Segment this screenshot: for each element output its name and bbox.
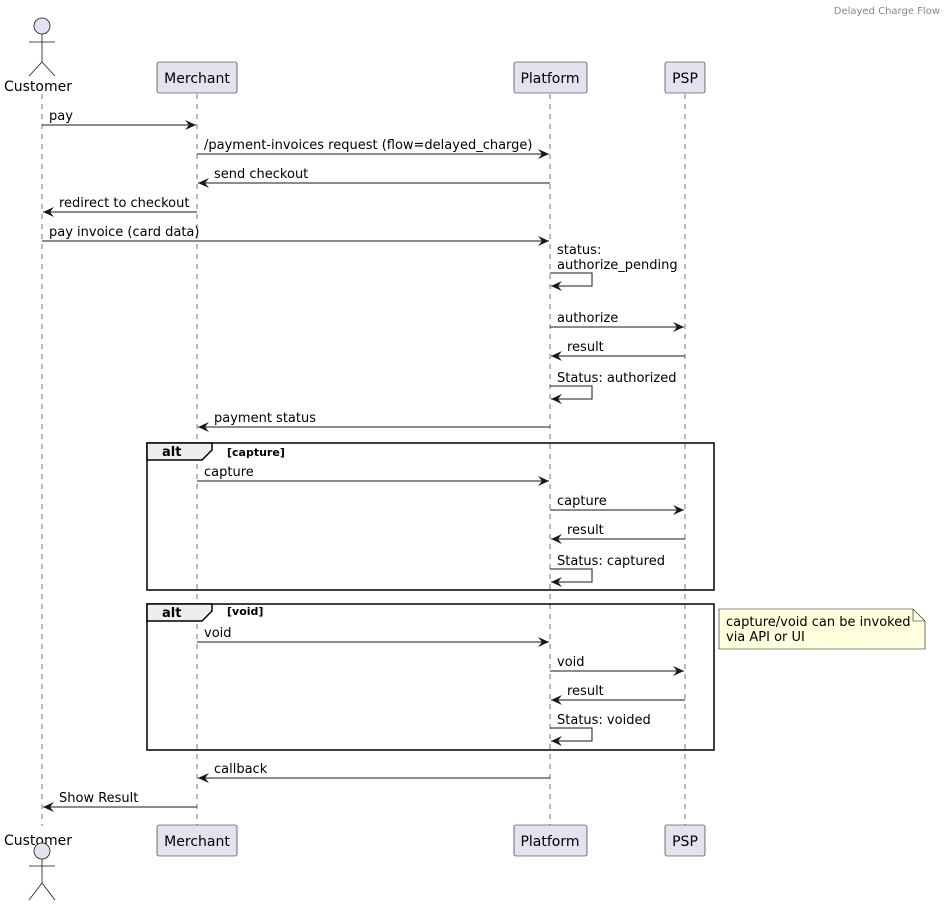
message: result	[551, 340, 685, 361]
self-message-arrow	[550, 385, 593, 404]
message-label: /payment-invoices request (flow=delayed_…	[204, 138, 533, 153]
fragment-frame	[146, 442, 715, 591]
fragment-keyword: alt	[162, 445, 181, 460]
message-label: Status: authorized	[557, 371, 676, 386]
message: callback	[198, 762, 550, 783]
participant-box	[513, 824, 588, 857]
self-message-arrow	[550, 727, 593, 746]
message-label: result	[567, 340, 604, 355]
message-label: redirect to checkout	[59, 196, 189, 211]
message: authorize	[550, 311, 684, 332]
message: capture	[197, 465, 549, 486]
participant-box	[513, 61, 588, 94]
message: Status: authorized	[550, 371, 676, 404]
message: void	[550, 655, 684, 676]
participant-box	[664, 824, 706, 857]
message: payment status	[198, 411, 550, 432]
message: pay invoice (card data)	[42, 225, 549, 246]
message-label: result	[567, 523, 604, 538]
note-line: via API or UI	[726, 630, 805, 645]
fragment-keyword: alt	[162, 606, 181, 621]
message-label: authorize_pending	[557, 258, 678, 273]
note: capture/void can be invoked via API or U…	[718, 608, 926, 650]
message: pay	[42, 109, 196, 130]
self-message-arrow	[550, 568, 593, 587]
participant-box	[156, 61, 238, 94]
alt-fragment-void: alt [void]	[146, 603, 715, 751]
participant-merchant-top: Merchant	[156, 61, 238, 94]
fragment-header-tab	[146, 442, 213, 461]
fragment-header-tab	[146, 603, 213, 622]
note-shape	[718, 608, 926, 650]
message-label: void	[557, 655, 585, 670]
message: redirect to checkout	[43, 196, 197, 217]
participant-label: PSP	[672, 834, 698, 850]
alt-fragment-capture: alt [capture]	[146, 442, 715, 591]
diagram-header: Delayed Charge Flow	[834, 6, 940, 17]
actor-icon	[28, 842, 56, 901]
participant-merchant-bottom: Merchant	[156, 824, 238, 857]
message: void	[197, 626, 549, 647]
participant-psp-top: PSP	[664, 61, 706, 94]
message-label: pay	[49, 109, 73, 124]
participant-label: PSP	[672, 71, 698, 87]
message-label: Status: captured	[557, 554, 665, 569]
participant-platform-bottom: Platform	[513, 824, 588, 857]
note-line: capture/void can be invoked	[726, 615, 910, 630]
message: Status: voided	[550, 713, 651, 746]
messages: pay/payment-invoices request (flow=delay…	[42, 109, 685, 812]
message: capture	[550, 494, 684, 515]
participant-label: Merchant	[164, 71, 230, 87]
message: status:authorize_pending	[550, 243, 678, 291]
message-label: callback	[214, 762, 268, 777]
message-label: pay invoice (card data)	[49, 225, 199, 240]
message-label: payment status	[214, 411, 316, 426]
message-label: authorize	[557, 311, 618, 326]
fragment-guard: [void]	[227, 605, 263, 618]
message-label: capture	[204, 465, 254, 480]
note-fold	[912, 609, 925, 622]
message: /payment-invoices request (flow=delayed_…	[197, 138, 549, 159]
participant-label: Merchant	[164, 834, 230, 850]
message-label: send checkout	[214, 167, 308, 182]
participant-label: Platform	[520, 834, 579, 850]
message: result	[551, 684, 685, 705]
participant-psp-bottom: PSP	[664, 824, 706, 857]
message-label: result	[567, 684, 604, 699]
participant-customer-bottom: Customer	[4, 833, 72, 901]
participant-label: Customer	[4, 79, 72, 95]
fragment-frame	[146, 603, 715, 751]
message: Status: captured	[550, 554, 665, 587]
message-label: Status: voided	[557, 713, 651, 728]
message: Show Result	[43, 791, 197, 812]
participant-customer-top: Customer	[4, 17, 72, 95]
message: send checkout	[198, 167, 550, 188]
message: result	[551, 523, 685, 544]
lifelines	[41, 94, 686, 826]
message-label: Show Result	[59, 791, 138, 806]
fragment-guard: [capture]	[227, 446, 285, 459]
message-label: capture	[557, 494, 607, 509]
participant-platform-top: Platform	[513, 61, 588, 94]
participant-label: Platform	[520, 71, 579, 87]
message-label: void	[204, 626, 232, 641]
self-message-arrow	[550, 272, 593, 291]
participant-box	[156, 824, 238, 857]
actor-icon	[28, 17, 56, 77]
participant-label: Customer	[4, 833, 72, 849]
participant-box	[664, 61, 706, 94]
message-label: status:	[557, 243, 601, 258]
